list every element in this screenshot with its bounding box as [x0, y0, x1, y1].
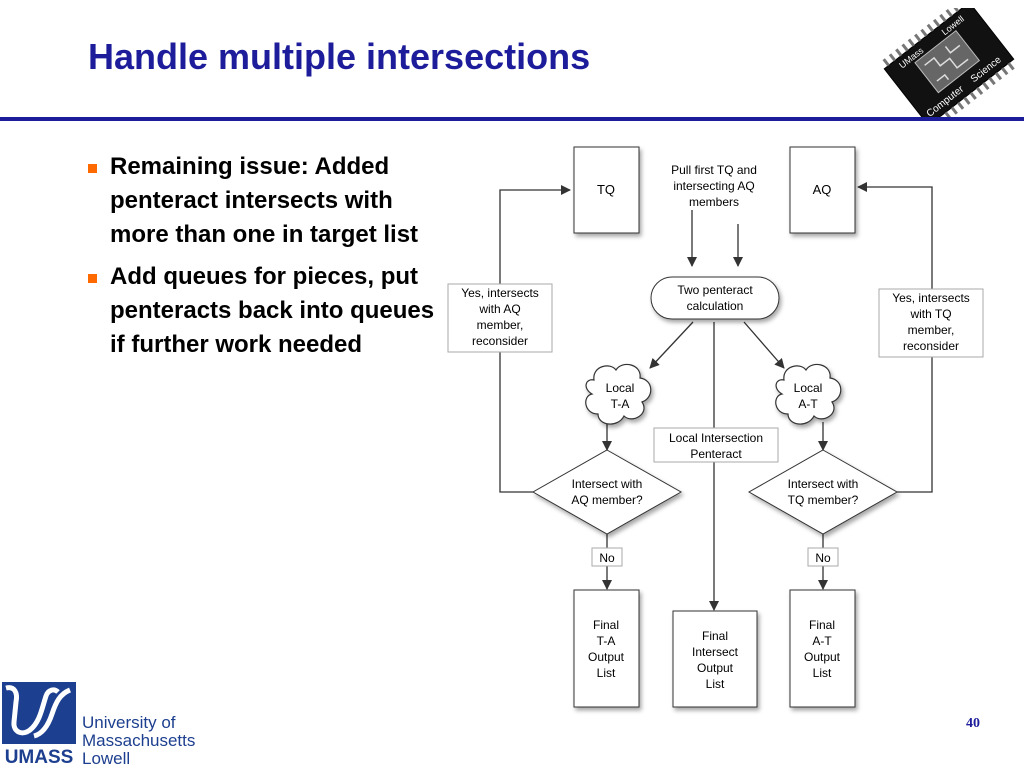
bullet-text: Remaining issue: Added penteract interse… [110, 153, 419, 248]
svg-text:Output: Output [588, 650, 625, 664]
svg-text:Local: Local [606, 381, 635, 395]
svg-text:reconsider: reconsider [903, 339, 959, 353]
aq-box [789, 146, 856, 234]
svg-text:List: List [706, 677, 725, 691]
final-ta-box [573, 589, 640, 708]
svg-text:Pull first TQ and: Pull first TQ and [671, 163, 757, 177]
yes-right-label: Yes, intersects with TQ member, reconsid… [892, 291, 970, 353]
bullet-square-icon [88, 274, 97, 283]
svg-text:member,: member, [477, 318, 524, 332]
aq-label: AQ [813, 182, 832, 197]
local-at-label: Local A-T [794, 381, 823, 411]
svg-text:Final: Final [593, 618, 619, 632]
svg-text:reconsider: reconsider [472, 334, 528, 348]
local-intersection-label: Local Intersection Penteract [669, 431, 763, 461]
no-left-label: No [599, 551, 615, 565]
diamond-left-label: Intersect with AQ member? [571, 477, 643, 507]
pull-note: Pull first TQ and intersecting AQ member… [671, 163, 757, 209]
cs-chip-badge: UMass Lowell Computer Science [882, 8, 1015, 120]
tq-label: TQ [597, 182, 615, 197]
svg-text:Output: Output [804, 650, 841, 664]
svg-text:member,: member, [908, 323, 955, 337]
no-right-box [807, 547, 839, 567]
svg-text:calculation: calculation [687, 299, 744, 313]
svg-text:Final: Final [702, 629, 728, 643]
svg-text:Local Intersection: Local Intersection [669, 431, 763, 445]
svg-text:Two penteract: Two penteract [677, 283, 753, 297]
svg-text:A-T: A-T [812, 634, 832, 648]
final-intersect-box [672, 610, 758, 708]
umass-lowell-logo: UMASS University of Massachusetts Lowell [2, 682, 195, 768]
svg-text:Output: Output [697, 661, 734, 675]
diamond-right-label: Intersect with TQ member? [788, 477, 859, 507]
svg-text:AQ member?: AQ member? [571, 493, 643, 507]
tq-box [573, 146, 640, 234]
logo-line-lowell: Lowell [82, 749, 130, 768]
svg-text:Yes, intersects: Yes, intersects [892, 291, 970, 305]
yes-left-label: Yes, intersects with AQ member, reconsid… [461, 286, 539, 348]
no-right-label: No [815, 551, 831, 565]
svg-text:TQ member?: TQ member? [788, 493, 859, 507]
bullet-item: Add queues for pieces, put penteracts ba… [88, 260, 438, 362]
svg-text:Local: Local [794, 381, 823, 395]
svg-text:with AQ: with AQ [478, 302, 520, 316]
bullet-text: Add queues for pieces, put penteracts ba… [110, 263, 435, 358]
local-ta-label: Local T-A [606, 381, 635, 411]
svg-text:T-A: T-A [597, 634, 616, 648]
bullet-list: Remaining issue: Added penteract interse… [88, 150, 438, 370]
svg-text:members: members [689, 195, 739, 209]
diamond-right [747, 449, 899, 535]
svg-text:Intersect: Intersect [692, 645, 739, 659]
final-intersect-label: Final Intersect Output List [692, 629, 739, 691]
final-at-label: Final A-T Output List [804, 618, 841, 680]
diamond-left [531, 449, 683, 535]
yes-left-box [447, 283, 553, 353]
calc-label: Two penteract calculation [677, 283, 753, 313]
svg-text:A-T: A-T [798, 397, 818, 411]
title-rule [0, 117, 1024, 121]
svg-text:List: List [597, 666, 616, 680]
final-at-box [789, 589, 856, 708]
svg-text:Final: Final [809, 618, 835, 632]
bullet-item: Remaining issue: Added penteract interse… [88, 150, 438, 252]
svg-text:Intersect with: Intersect with [572, 477, 643, 491]
bullet-square-icon [88, 164, 97, 173]
svg-text:T-A: T-A [611, 397, 630, 411]
yes-right-box [878, 288, 984, 358]
svg-text:List: List [813, 666, 832, 680]
logo-mark-text: UMASS [5, 747, 74, 768]
svg-text:Yes, intersects: Yes, intersects [461, 286, 539, 300]
slide-title: Handle multiple intersections [88, 36, 591, 77]
local-intersection-box [653, 427, 779, 463]
final-ta-label: Final T-A Output List [588, 618, 625, 680]
local-ta-cloud [585, 363, 652, 425]
logo-line-university: University of [82, 713, 176, 732]
svg-text:intersecting AQ: intersecting AQ [673, 179, 754, 193]
svg-text:Intersect with: Intersect with [788, 477, 859, 491]
local-at-cloud [775, 363, 842, 425]
calc-node [650, 276, 780, 320]
logo-line-massachusetts: Massachusetts [82, 731, 195, 750]
page-number: 40 [966, 716, 980, 731]
svg-text:Penteract: Penteract [690, 447, 742, 461]
svg-text:with TQ: with TQ [909, 307, 951, 321]
no-left-box [591, 547, 623, 567]
